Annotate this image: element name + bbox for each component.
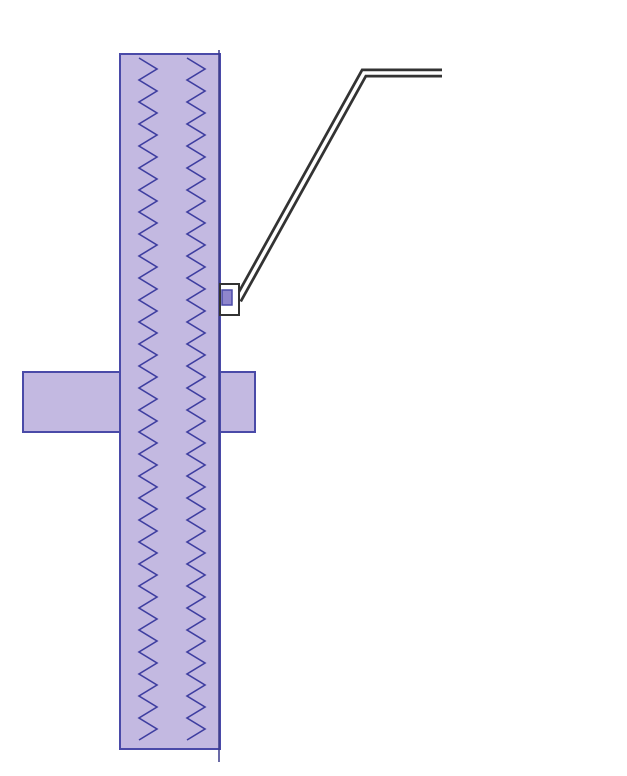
bracket-clip bbox=[219, 283, 240, 316]
bracket-arm bbox=[234, 68, 442, 303]
zigzag-insulation-left bbox=[137, 57, 159, 741]
zigzag-insulation-right bbox=[185, 57, 207, 741]
clip-insert bbox=[221, 289, 233, 306]
cross-beam-right bbox=[217, 371, 256, 433]
cross-beam-left bbox=[22, 371, 124, 433]
wall-panel bbox=[119, 53, 221, 750]
